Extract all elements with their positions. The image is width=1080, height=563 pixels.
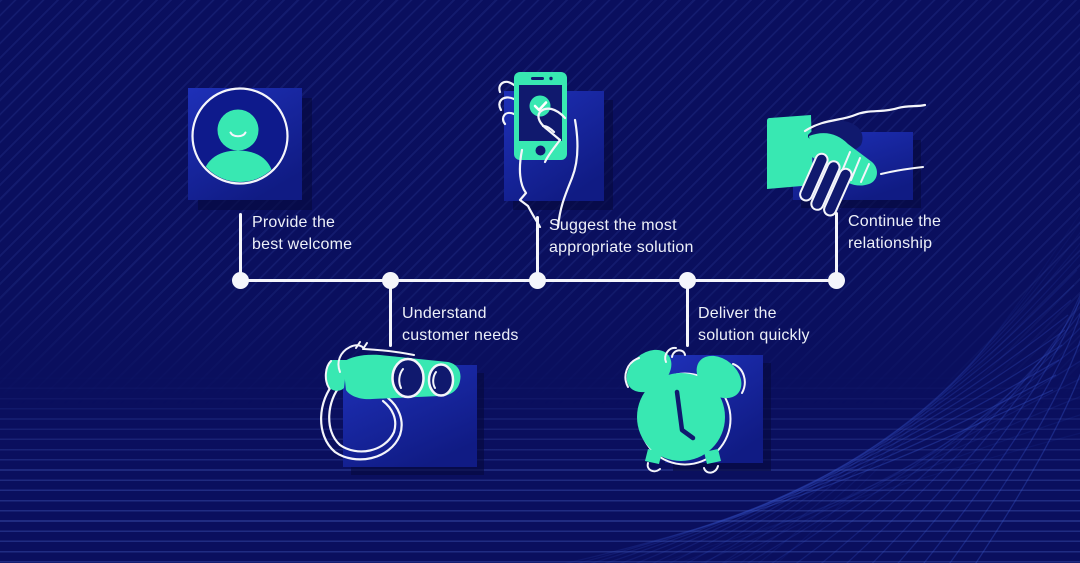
step-label-line1: Suggest the most [549, 217, 677, 234]
timeline-dot [231, 272, 249, 289]
step-label: Suggest the most appropriate solution [549, 215, 694, 259]
binoculars-icon [320, 341, 484, 475]
step-connector [535, 216, 539, 281]
step-label-line2: relationship [848, 235, 933, 252]
step-label-line2: appropriate solution [549, 239, 694, 256]
step-label-line2: customer needs [402, 327, 519, 344]
timeline-dot [827, 272, 845, 289]
step-label-line1: Provide the [252, 214, 336, 231]
timeline-dot [678, 272, 696, 289]
timeline-dot [528, 272, 546, 289]
step-label: Continue the relationship [848, 211, 941, 255]
step-label-line2: solution quickly [698, 327, 810, 344]
handshake-icon [767, 103, 927, 217]
step-label: Understand customer needs [402, 303, 519, 347]
step-connector [834, 212, 838, 281]
person-avatar-icon [188, 87, 312, 210]
step-label-line1: Understand [402, 305, 487, 322]
phone-in-hand-icon [498, 72, 613, 228]
step-label-line1: Deliver the [698, 305, 777, 322]
step-label-line2: best welcome [252, 236, 353, 253]
step-label: Deliver the solution quickly [698, 303, 810, 347]
step-label: Provide the best welcome [252, 212, 352, 256]
step-connector [685, 281, 689, 347]
timeline-dot [381, 272, 399, 289]
step-label-line1: Continue the [848, 213, 942, 230]
alarm-clock-icon [624, 346, 771, 474]
step-connector [238, 213, 242, 281]
step-connector [388, 281, 392, 347]
